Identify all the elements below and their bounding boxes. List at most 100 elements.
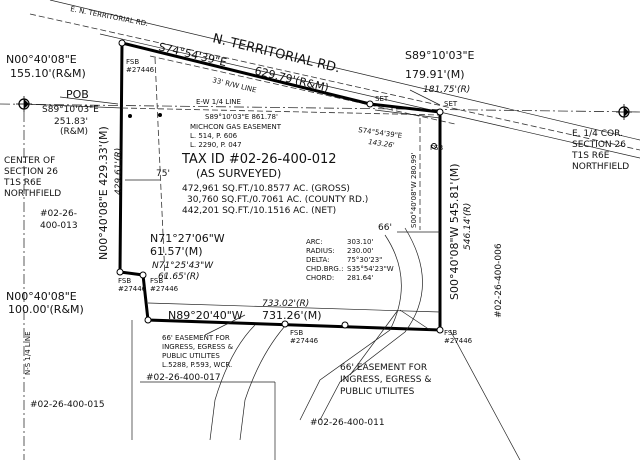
pob-tie-line	[23, 103, 123, 109]
row-33-label: 33' R/W LINE	[212, 76, 258, 94]
south-record: 733.02'(R)	[262, 299, 309, 309]
east-quarter-corner-symbol	[616, 104, 632, 120]
set-label-row: SET	[375, 95, 389, 103]
monument-s-mid	[281, 320, 289, 328]
easement-curve-inner	[319, 227, 423, 421]
road-label-top: E. N. TERRITORIAL RD.	[70, 5, 149, 28]
south-distance: 731.26'(M)	[262, 309, 322, 322]
west-mid-bearing: N00°40'08"E 429.33'(M)	[97, 126, 110, 260]
monument-set	[366, 100, 374, 108]
easement-curve-outer	[299, 234, 402, 421]
center-section-corner-symbol	[16, 96, 32, 112]
monument-ne	[436, 108, 444, 116]
fsb-sw-1: FSB	[118, 277, 131, 285]
tax-id: TAX ID #02-26-400-012	[181, 152, 337, 167]
row-small-distance: 143.26'	[368, 138, 395, 150]
row-bearing-line: S89°10'03"E 861.78'	[205, 113, 278, 121]
tax-net: 442,201 SQ.FT./10.1516 AC. (NET)	[182, 206, 336, 216]
parcel-017: #02-26-400-017	[146, 373, 221, 383]
west-lower-bearing: N00°40'08"E	[6, 290, 77, 303]
dim-75: 75'	[156, 169, 170, 179]
east-record: 546.14'(R)	[463, 203, 473, 250]
parcel-015: #02-26-400-015	[30, 400, 105, 410]
pob-label: POB	[66, 88, 89, 101]
east-bearing: S00°40'08"W 545.81'(M)	[448, 163, 461, 300]
curve-chord-label: CHORD:	[306, 274, 334, 282]
fsb-ne: FSB	[430, 144, 443, 152]
center-corner-line4: NORTHFIELD	[4, 189, 61, 199]
west-upper-distance: 155.10'(R&M)	[10, 67, 86, 80]
pob-rm: (R&M)	[60, 127, 88, 137]
curve-delta-value: 75°30'23"	[347, 256, 382, 264]
fsb-s-mid-1: FSB	[290, 329, 303, 337]
easement-small-line1: 66' EASEMENT FOR	[162, 334, 230, 342]
curve-arc-label: ARC:	[306, 238, 323, 246]
fsb-sw-2: #27446	[118, 285, 147, 293]
step-distance: 61.57'(M)	[150, 245, 203, 258]
ew-quarter-label: E-W 1/4 LINE	[196, 98, 241, 106]
parcel-013-line1: #02-26-	[40, 209, 77, 219]
gas-easement-title: MICHCON GAS EASEMENT	[190, 123, 282, 131]
row-small-segment	[374, 109, 441, 119]
center-corner-line1: CENTER OF	[4, 156, 55, 166]
east-corner-line1: E. 1/4 COR.	[572, 129, 623, 139]
gas-easement-line	[154, 57, 166, 279]
record-south-line	[147, 302, 441, 313]
ne-record: 181.75'(R)	[423, 85, 470, 95]
monument-step	[116, 268, 124, 276]
south-bearing: N89°20'40"W	[168, 309, 243, 322]
dim-66: 66'	[378, 223, 392, 233]
fsb-se-1: FSB	[444, 329, 457, 337]
step-record-bearing: N71°25'43"W	[152, 261, 214, 271]
point-pob	[128, 114, 132, 118]
step-bearing: N71°27'06"W	[150, 232, 225, 245]
easement-small-line3: PUBLIC UTILITES	[162, 352, 220, 360]
center-corner-line2: SECTION 26	[4, 167, 58, 177]
row-small-bearing: S74°54'39"E	[358, 126, 403, 140]
monument-sw	[144, 316, 152, 324]
curve-radius-value: 230.00'	[347, 247, 373, 255]
ne-distance: 179.91'(M)	[405, 68, 465, 81]
row-33-line	[149, 55, 456, 125]
fsb-s-mid-2: #27446	[290, 337, 319, 345]
tax-county: 30,760 SQ.FT./0.7061 AC. (COUNTY RD.)	[187, 195, 368, 205]
monument-s-mid2	[341, 321, 349, 329]
easement-large-line2: INGRESS, EGRESS &	[340, 375, 431, 385]
fsb-step-2: #27446	[150, 285, 179, 293]
gas-easement-ref1: L. 514, P. 606	[190, 132, 238, 140]
fsb-se-2: #27446	[444, 337, 473, 345]
parcel-013-line2: 400-013	[40, 221, 78, 231]
easement-large-leader	[349, 309, 399, 376]
set-label-ne: SET	[444, 100, 458, 108]
east-corner-line2: SECTION 26	[572, 140, 626, 150]
ns-quarter-label: N-S 1/4 LINE	[24, 331, 32, 375]
ew-quarter-line	[0, 103, 640, 113]
curve-chdbrg-label: CHD.BRG.:	[306, 265, 343, 273]
fsb-nw-1: FSB	[126, 58, 139, 66]
west-mid-record: 429.61'(R)	[114, 148, 124, 195]
easement-left-a	[209, 324, 256, 441]
monument-se	[436, 326, 444, 334]
pob-bearing: S89°10'03"E	[42, 105, 99, 115]
center-corner-line3: T1S R6E	[3, 178, 42, 188]
parcel-011: #02-26-400-011	[310, 418, 385, 428]
monument-nw	[118, 39, 126, 47]
step-record-distance: 61.65'(R)	[158, 272, 200, 282]
east-corner-line3: T1S R6E	[571, 151, 610, 161]
tax-gross: 472,961 SQ.FT./10.8577 AC. (GROSS)	[182, 184, 350, 194]
road-north-edge	[49, 0, 640, 141]
monument-east-mid	[431, 143, 437, 149]
pob-leader	[59, 96, 119, 105]
pob-distance: 251.83'	[54, 117, 88, 127]
inner-east-bearing: S00°40'08"W 280.99'	[410, 153, 418, 228]
fsb-nw-2: #27446	[126, 66, 155, 74]
curve-chord-value: 281.64'	[347, 274, 373, 282]
curve-radius-label: RADIUS:	[306, 247, 335, 255]
easement-large-line1: 66' EASEMENT FOR	[340, 363, 427, 373]
point-gas	[158, 113, 162, 117]
road-centerline	[29, 13, 640, 151]
easement-large-line3: PUBLIC UTILITES	[340, 387, 415, 397]
curve-chdbrg-value: S35°54'23"W	[347, 265, 394, 273]
curve-delta-label: DELTA:	[306, 256, 330, 264]
